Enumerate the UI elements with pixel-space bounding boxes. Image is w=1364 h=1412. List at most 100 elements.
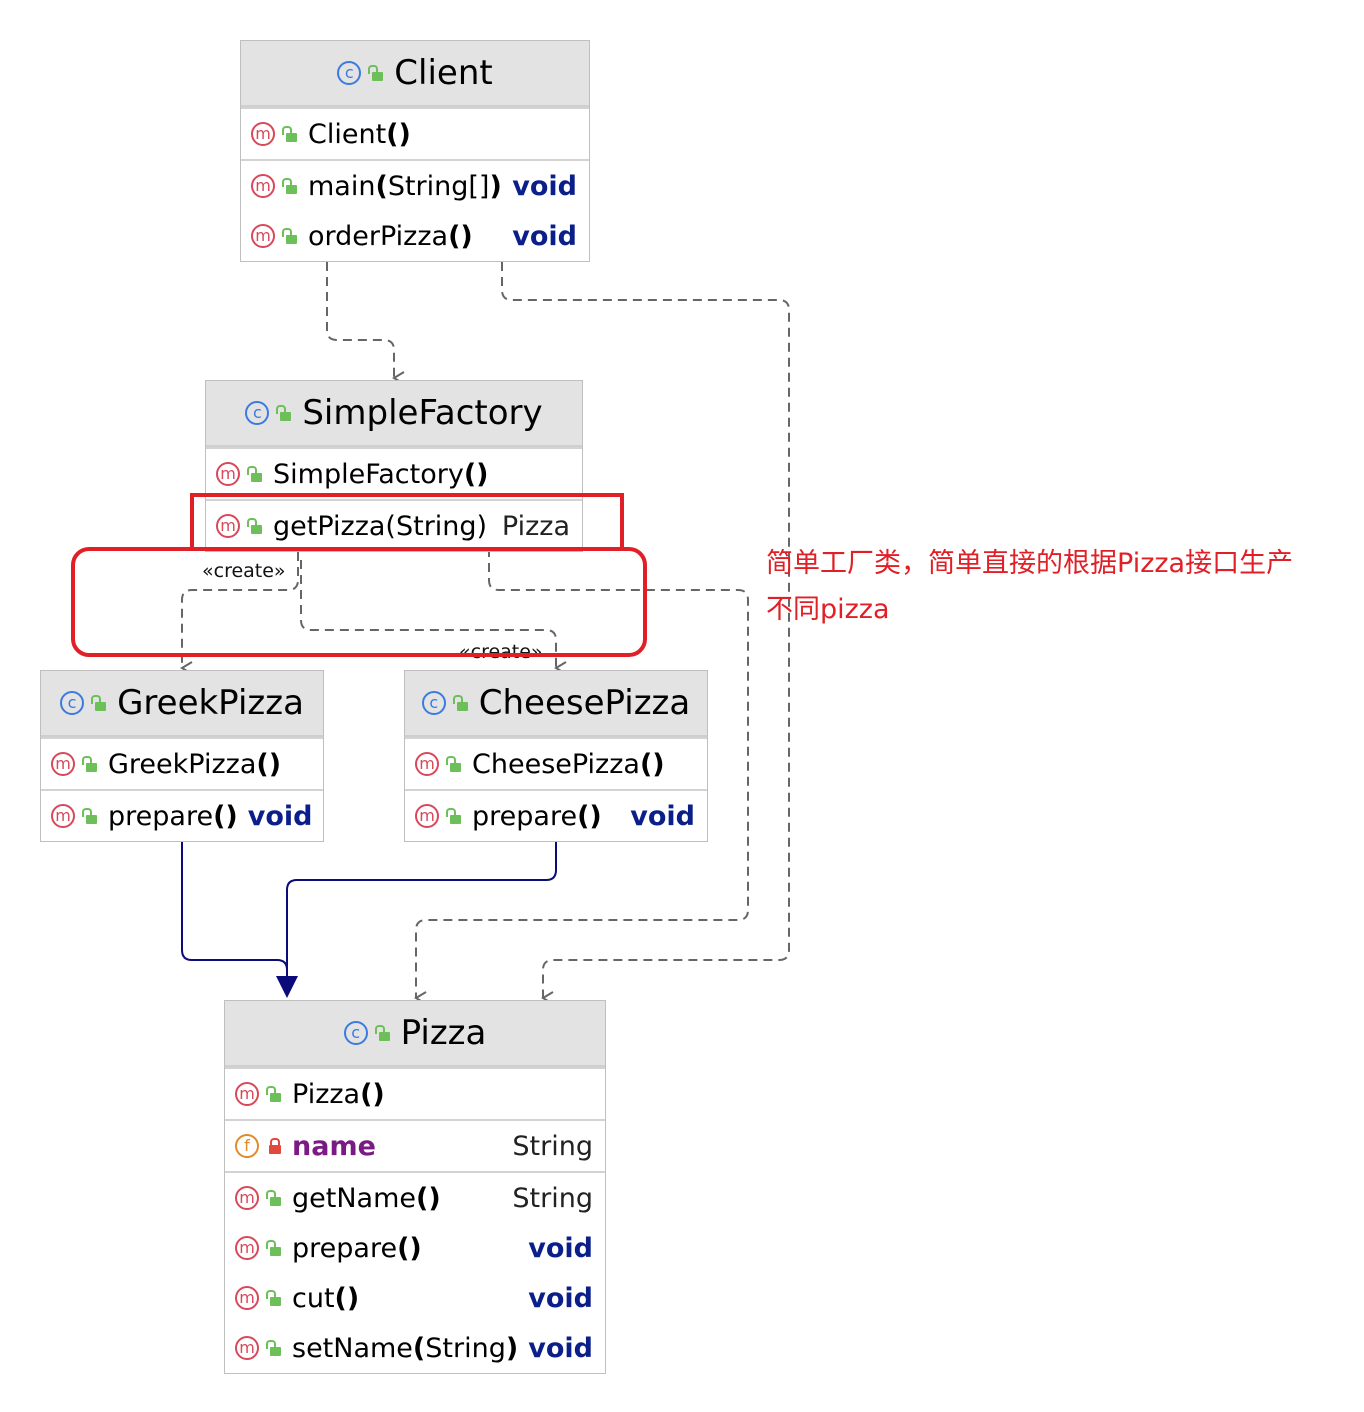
member-row[interactable]: m main(String[]) void — [241, 161, 589, 211]
dep-client-to-pizza — [501, 262, 790, 1005]
member-row[interactable]: m prepare() void — [41, 791, 323, 841]
public-lock-icon — [282, 126, 298, 142]
member-row[interactable]: m prepare() void — [225, 1223, 605, 1273]
member-row[interactable]: m GreekPizza() — [41, 739, 323, 789]
public-lock-icon — [266, 1290, 282, 1306]
constructor-section: m GreekPizza() — [41, 737, 323, 789]
create-greek-line — [180, 552, 299, 675]
class-name: Client — [394, 53, 493, 93]
public-lock-icon — [446, 808, 462, 824]
method-icon: m — [251, 174, 298, 198]
create-cheese-line — [300, 560, 567, 675]
inherit-cheese-to-pizza — [286, 842, 557, 985]
member-row[interactable]: m getPizza(String) Pizza — [206, 501, 582, 551]
class-name: CheesePizza — [478, 683, 691, 723]
class-name: SimpleFactory — [302, 393, 543, 433]
member-name: getName — [292, 1182, 416, 1214]
member-name: Client — [308, 118, 387, 150]
create-stereotype-label: «create» — [459, 641, 543, 663]
method-icon: m — [51, 804, 98, 828]
member-name: orderPizza — [308, 220, 449, 252]
member-name: prepare — [292, 1232, 398, 1264]
class-header: c SimpleFactory — [206, 381, 582, 447]
class-client[interactable]: c Client m Client() m main(String[]) voi… — [240, 40, 590, 262]
class-name: GreekPizza — [117, 683, 304, 723]
member-name: getPizza — [273, 510, 386, 542]
member-name: Pizza — [292, 1078, 361, 1110]
method-section: m getName() String m prepare() void m cu… — [225, 1171, 605, 1373]
class-cheese-pizza[interactable]: c CheesePizza m CheesePizza() m prepare(… — [404, 670, 708, 842]
member-row[interactable]: m setName(String) void — [225, 1323, 605, 1373]
method-icon: m — [415, 752, 462, 776]
member-row[interactable]: m CheesePizza() — [405, 739, 707, 789]
method-icon: m — [251, 122, 298, 146]
method-icon: m — [235, 1236, 282, 1260]
annotation-note: 简单工厂类，简单直接的根据Pizza接口生产不同pizza — [766, 548, 1294, 625]
member-name: name — [292, 1130, 376, 1162]
highlight-box-method — [190, 493, 624, 551]
member-type: void — [528, 1232, 593, 1264]
dep-client-to-factory — [326, 262, 405, 385]
member-name: CheesePizza — [472, 748, 640, 780]
highlight-box-create — [71, 547, 647, 657]
public-lock-icon — [266, 1340, 282, 1356]
public-lock-icon — [247, 518, 263, 534]
member-name: main — [308, 170, 376, 202]
member-name: prepare — [472, 800, 578, 832]
method-icon: m — [235, 1336, 282, 1360]
public-lock-icon — [368, 65, 384, 81]
member-row[interactable]: m cut() void — [225, 1273, 605, 1323]
member-row[interactable]: f name String — [225, 1121, 605, 1171]
public-lock-icon — [452, 695, 469, 711]
method-section: m getPizza(String) Pizza — [206, 499, 582, 551]
class-header: c GreekPizza — [41, 671, 323, 737]
member-args: String — [395, 510, 477, 542]
public-lock-icon — [282, 178, 298, 194]
public-lock-icon — [82, 808, 98, 824]
field-section: f name String — [225, 1119, 605, 1171]
member-row[interactable]: m orderPizza() void — [241, 211, 589, 261]
class-icon: c — [60, 691, 107, 715]
member-name: setName — [292, 1332, 413, 1364]
constructor-section: m Client() — [241, 107, 589, 159]
member-row[interactable]: m getName() String — [225, 1173, 605, 1223]
class-icon: c — [343, 1021, 391, 1045]
public-lock-icon — [266, 1240, 282, 1256]
class-icon: c — [337, 61, 384, 85]
class-icon: c — [245, 401, 292, 425]
method-icon: m — [51, 752, 98, 776]
member-row[interactable]: m SimpleFactory() — [206, 449, 582, 499]
class-name: Pizza — [400, 1013, 487, 1053]
public-lock-icon — [91, 695, 107, 711]
method-icon: m — [235, 1082, 282, 1106]
constructor-section: m CheesePizza() — [405, 737, 707, 789]
member-type: Pizza — [501, 510, 570, 542]
member-type: void — [528, 1332, 593, 1364]
member-type: String — [512, 1182, 593, 1214]
member-row[interactable]: m prepare() void — [405, 791, 707, 841]
member-row[interactable]: m Client() — [241, 109, 589, 159]
member-row[interactable]: m Pizza() — [225, 1069, 605, 1119]
class-greek-pizza[interactable]: c GreekPizza m GreekPizza() m prepare() … — [40, 670, 324, 842]
method-icon: m — [235, 1286, 282, 1310]
create-stereotype-label: «create» — [202, 560, 286, 582]
public-lock-icon — [247, 466, 263, 482]
public-lock-icon — [446, 756, 462, 772]
class-header: c CheesePizza — [405, 671, 707, 737]
dep-factory-to-pizza — [414, 548, 749, 1005]
member-args: String — [425, 1332, 506, 1364]
public-lock-icon — [282, 228, 298, 244]
public-lock-icon — [82, 756, 98, 772]
class-pizza[interactable]: c Pizza m Pizza() f name String m getNam… — [224, 1000, 606, 1374]
member-args: String[] — [387, 170, 490, 202]
member-name: prepare — [108, 800, 214, 832]
member-type: void — [247, 800, 313, 832]
member-type: void — [512, 220, 577, 252]
method-icon: m — [216, 462, 263, 486]
class-simple-factory[interactable]: c SimpleFactory m SimpleFactory() m getP… — [205, 380, 583, 552]
constructor-section: m Pizza() — [225, 1067, 605, 1119]
member-name: cut — [292, 1282, 335, 1314]
public-lock-icon — [266, 1086, 282, 1102]
private-lock-icon — [266, 1138, 282, 1154]
